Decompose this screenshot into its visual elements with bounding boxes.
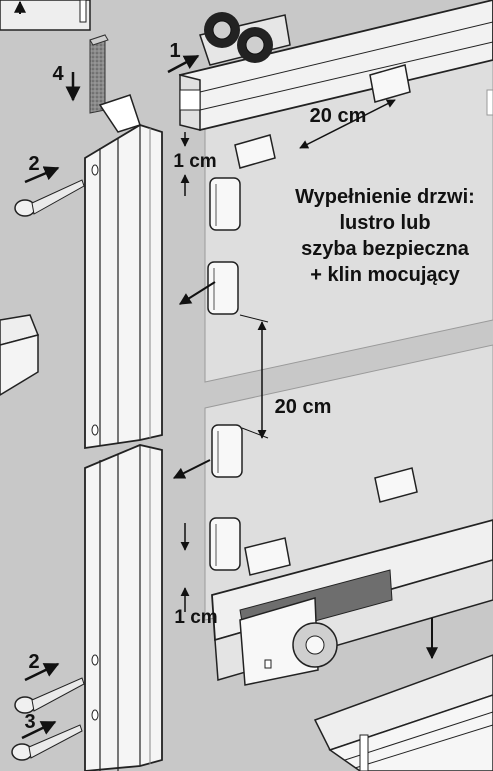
horizontal-wedge-3 bbox=[244, 537, 291, 576]
screw-bottom-1 bbox=[14, 677, 85, 714]
top-rail-profile bbox=[178, 0, 493, 132]
wedge-insert-arrows bbox=[172, 281, 438, 660]
bottom-roller bbox=[239, 597, 338, 686]
step-1-arrow bbox=[167, 54, 200, 74]
fixing-wedge-1 bbox=[209, 177, 241, 231]
step-3-arrow bbox=[21, 720, 57, 740]
bottom-offset-label: 1 cm bbox=[174, 607, 217, 628]
top-offset-label: 1 cm bbox=[173, 151, 216, 172]
horizontal-wedge-2 bbox=[369, 64, 411, 103]
top-roller bbox=[199, 12, 291, 66]
step-3-label: 3 bbox=[24, 711, 35, 733]
step-2-bottom-label: 2 bbox=[28, 651, 39, 673]
horizontal-wedge-1 bbox=[234, 134, 276, 169]
panel-text-line-2: lustro lub bbox=[339, 212, 430, 234]
felt-brush-strip bbox=[89, 34, 109, 114]
step-2-bottom-arrow bbox=[24, 662, 60, 682]
floor-rail bbox=[313, 654, 493, 771]
screw-bottom-2 bbox=[11, 724, 83, 761]
step-4-label: 4 bbox=[52, 63, 64, 85]
vertical-handle-profile-lower bbox=[84, 444, 163, 771]
fixing-wedge-4 bbox=[209, 517, 241, 571]
horizontal-wedge-4 bbox=[374, 467, 418, 503]
fixing-wedge-3 bbox=[211, 424, 243, 478]
panel-text-line-3: szyba bezpieczna bbox=[301, 238, 470, 260]
step-2-top-label: 2 bbox=[28, 153, 39, 175]
screw-top bbox=[14, 179, 85, 217]
top-spacing-label: 20 cm bbox=[310, 105, 367, 127]
middle-spacing-label: 20 cm bbox=[275, 396, 332, 418]
fixing-wedge-2 bbox=[207, 261, 239, 315]
panel-text-line-4: + klin mocujący bbox=[310, 264, 460, 286]
side-bracket bbox=[0, 314, 40, 396]
step-1-label: 1 bbox=[169, 40, 180, 62]
step-2-top-arrow bbox=[24, 166, 60, 184]
corner-box bbox=[0, 0, 91, 31]
vertical-handle-profile-upper bbox=[84, 94, 163, 450]
dimension-middle-20cm bbox=[239, 314, 269, 439]
dimension-top-20cm bbox=[299, 99, 396, 149]
panel-text-line-1: Wypełnienie drzwi: bbox=[295, 186, 475, 208]
